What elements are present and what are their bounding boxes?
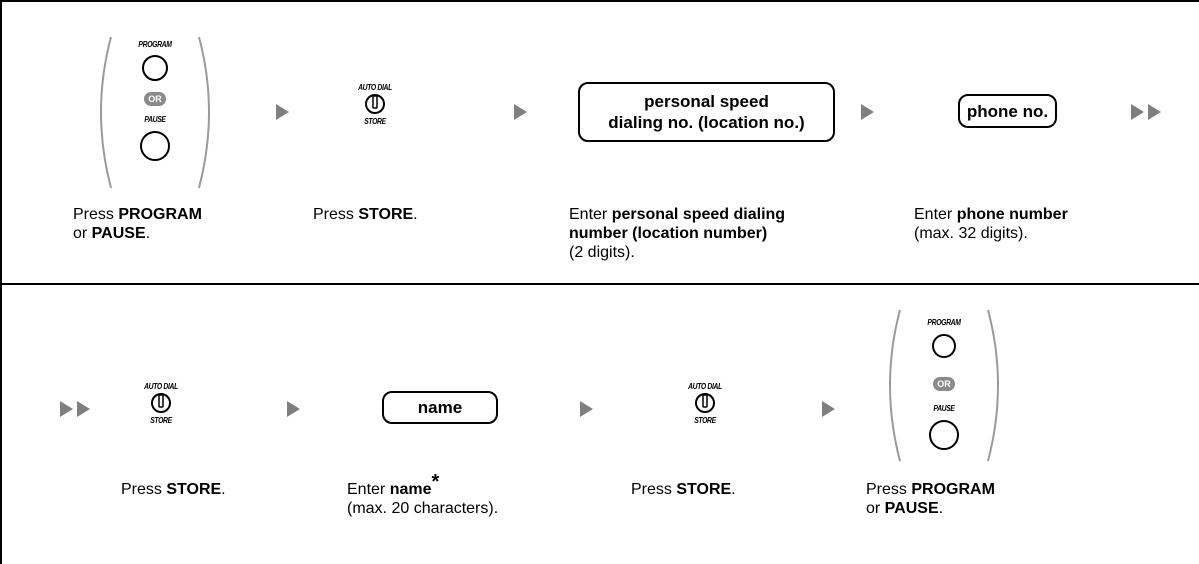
double-arrow-icon [1148,104,1161,120]
program-label: PROGRAM [927,318,961,327]
personal-speed-dialing-box: personal speed dialing no. (location no.… [578,82,835,142]
caption-bold: STORE [166,481,222,498]
caption-text: Press [866,481,912,498]
auto-dial-label: AUTO DIAL [144,382,178,391]
name-box-label: name [417,398,463,417]
arrow-right-icon [861,104,874,120]
caption-text: Press [313,206,359,223]
phone-box-label: phone no. [966,101,1049,121]
program-or-pause-group-2: PROGRAM OR PAUSE [884,308,1004,463]
left-bracket-icon [100,36,112,189]
caption-step-2: Press STORE. [313,205,418,224]
store-key-1: AUTO DIAL STORE [345,83,405,143]
caption-text: . [938,500,944,517]
arrow-right-icon [514,104,527,120]
caption-text: Press [121,481,167,498]
store-label: STORE [364,117,386,126]
or-badge: OR [144,92,166,106]
caption-text: Enter [347,481,390,498]
store-button[interactable] [150,392,172,414]
caption-text: (2 digits). [569,244,635,261]
caption-text: . [413,206,418,223]
caption-step-8: Press PROGRAM or PAUSE. [866,480,995,518]
caption-bold: PROGRAM [911,481,995,498]
caption-step-4: Enter phone number (max. 32 digits). [914,205,1068,243]
right-bracket-icon [987,309,999,462]
caption-text: Press [631,481,677,498]
caption-text: or [866,500,885,517]
footnote-asterisk: * [431,471,440,493]
caption-text: . [145,225,151,242]
arrow-right-icon [580,401,593,417]
program-label: PROGRAM [138,40,172,49]
program-button[interactable] [142,55,168,81]
caption-step-7: Press STORE. [631,480,736,499]
row-divider [0,283,1199,285]
caption-bold: PAUSE [884,500,939,517]
or-badge: OR [933,377,955,391]
program-or-pause-group-1: PROGRAM OR PAUSE [95,35,215,190]
store-button[interactable] [364,93,386,115]
speed-box-line1: personal speed [644,92,769,111]
caption-step-5: Press STORE. [121,480,226,499]
phone-number-box: phone no. [958,94,1057,128]
pause-label: PAUSE [933,404,955,413]
store-button[interactable] [694,392,716,414]
name-box: name [382,391,498,424]
caption-text: Enter [914,206,957,223]
caption-text: Press [73,206,119,223]
caption-step-3: Enter personal speed dialing number (loc… [569,205,785,262]
pause-button[interactable] [929,420,959,450]
arrow-right-icon [822,401,835,417]
left-bracket-icon [889,309,901,462]
top-rule [0,0,1199,2]
caption-bold: phone number [956,206,1068,223]
caption-bold: PROGRAM [118,206,202,223]
store-key-3: AUTO DIAL STORE [675,382,735,442]
double-arrow-icon [1131,104,1144,120]
arrow-right-icon [287,401,300,417]
caption-bold: STORE [676,481,732,498]
speed-box-line2: dialing no. (location no.) [608,113,805,132]
caption-text: . [221,481,226,498]
caption-step-1: Press PROGRAM or PAUSE. [73,205,202,243]
caption-bold: number (location number) [569,225,768,242]
caption-text: . [731,481,736,498]
auto-dial-label: AUTO DIAL [358,83,392,92]
caption-text: or [73,225,92,242]
store-key-2: AUTO DIAL STORE [131,382,191,442]
caption-bold: PAUSE [91,225,146,242]
right-bracket-icon [198,36,210,189]
store-label: STORE [150,416,172,425]
caption-bold: STORE [358,206,414,223]
double-arrow-icon [60,401,73,417]
arrow-right-icon [276,104,289,120]
program-button[interactable] [932,334,956,358]
caption-text: (max. 32 digits). [914,225,1028,242]
caption-text: Enter [569,206,612,223]
caption-bold: name [389,481,432,498]
pause-button[interactable] [140,131,170,161]
double-arrow-icon [77,401,90,417]
caption-text: (max. 20 characters). [347,500,499,517]
auto-dial-label: AUTO DIAL [688,382,722,391]
pause-label: PAUSE [144,115,166,124]
store-label: STORE [694,416,716,425]
caption-step-6: Enter name* (max. 20 characters). [347,472,499,518]
caption-bold: personal speed dialing [611,206,786,223]
